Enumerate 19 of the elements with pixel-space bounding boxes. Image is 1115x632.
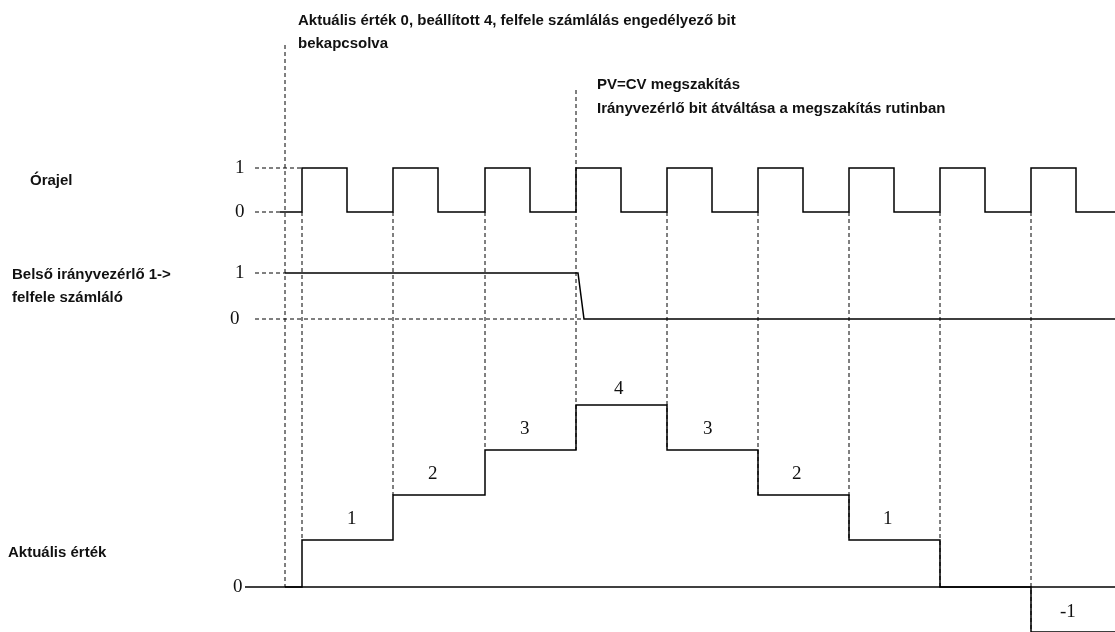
count-value: 1 (883, 508, 893, 528)
level-label: 1 (235, 262, 245, 282)
count-value: 2 (792, 463, 802, 483)
signal-name: Aktuális érték (8, 542, 107, 562)
count-value: 2 (428, 463, 438, 483)
signal-name: Belső irányvezérlő 1-> felfele számláló (12, 264, 172, 307)
level-label: 1 (235, 157, 245, 177)
level-label: 0 (233, 576, 243, 596)
annotation-text: Irányvezérlő bit átváltása a megszakítás rutinban (597, 98, 946, 118)
count-value: 4 (614, 378, 624, 398)
annotation-text: PV=CV megszakítás (597, 74, 740, 94)
signal-name: Órajel (30, 170, 73, 190)
count-value: 3 (703, 418, 713, 438)
count-value: 1 (347, 508, 357, 528)
annotation-text: Aktuális érték 0, beállított 4, felfele számlálás engedélyező bit bekapcsolva (298, 10, 737, 53)
count-value: 3 (520, 418, 530, 438)
level-label: 0 (230, 308, 240, 328)
level-label: 0 (235, 201, 245, 221)
count-value: -1 (1060, 601, 1076, 621)
